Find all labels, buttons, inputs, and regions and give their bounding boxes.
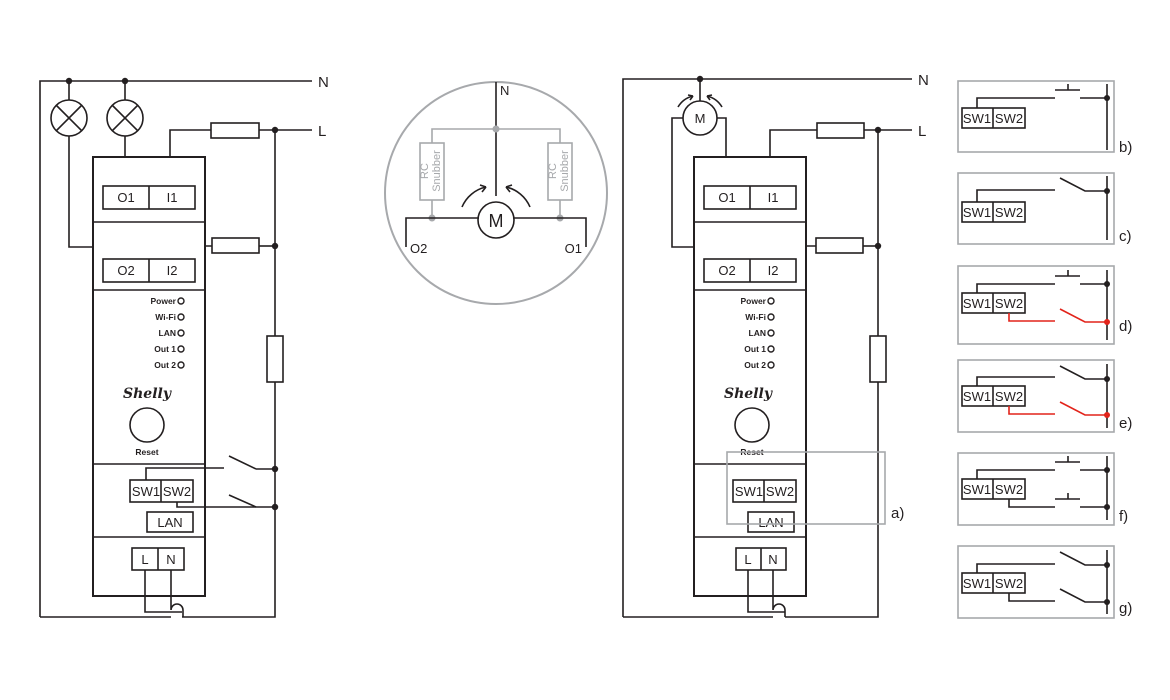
switch-area-highlight — [726, 451, 886, 525]
right-input-1-label: I1 — [768, 190, 779, 205]
right-led-power-icon — [767, 297, 775, 305]
right-live-label: L — [918, 123, 926, 140]
lamp-1-icon — [50, 81, 88, 137]
right-fuse-1-icon — [816, 122, 865, 139]
detail-o2-label: O2 — [410, 241, 427, 256]
led-lan-label: LAN — [159, 328, 176, 338]
variant-b: SW1 SW2 b) — [957, 80, 1132, 156]
right-fuse-3-icon — [869, 335, 887, 383]
variant-g: SW1 SW2 g) — [957, 545, 1132, 619]
right-sw1-label: SW1 — [735, 484, 763, 499]
right-led-lan-label: LAN — [749, 328, 766, 338]
sw2-label: SW2 — [163, 484, 191, 499]
led-out1-label: Out 1 — [154, 344, 176, 354]
led-out1-icon — [177, 345, 185, 353]
right-led-wifi-icon — [767, 313, 775, 321]
right-terminal-l-label: L — [744, 552, 751, 567]
right-lan-port-label: LAN — [758, 515, 783, 530]
right-sw2-label: SW2 — [766, 484, 794, 499]
right-led-wifi-label: Wi-Fi — [745, 312, 766, 322]
c-sw2-label: SW2 — [995, 205, 1023, 220]
right-led-out2-icon — [767, 361, 775, 369]
motor-load-label: M — [695, 111, 706, 126]
motor-icon — [477, 201, 515, 239]
right-led-lan-icon — [767, 329, 775, 337]
led-wifi-icon — [177, 313, 185, 321]
live-label: L — [318, 123, 326, 140]
label-b: b) — [1119, 139, 1132, 156]
label-e: e) — [1119, 415, 1132, 432]
sw1-label: SW1 — [132, 484, 160, 499]
neutral-label: N — [318, 74, 329, 91]
output-1-label: O1 — [117, 190, 134, 205]
detail-motor-label: M — [489, 211, 504, 231]
label-g: g) — [1119, 600, 1132, 617]
led-power-label: Power — [150, 296, 176, 306]
input-1-label: I1 — [167, 190, 178, 205]
led-wifi-label: Wi-Fi — [155, 312, 176, 322]
c-sw1-label: SW1 — [963, 205, 991, 220]
d-sw2-label: SW2 — [995, 296, 1023, 311]
right-terminal-n-label: N — [768, 552, 777, 567]
right-fuse-2-icon — [815, 237, 864, 254]
detail-o1-label: O1 — [565, 241, 582, 256]
right-neutral-label: N — [918, 72, 929, 89]
switch-variants: SW1 SW2 b) SW1 SW2 c) SW1 SW2 — [957, 80, 1132, 619]
right-brand-logo: Shelly — [724, 386, 773, 402]
reset-label: Reset — [135, 447, 158, 457]
right-led-out2-label: Out 2 — [744, 360, 766, 370]
lamp-2-icon — [106, 81, 144, 137]
g-sw2-label: SW2 — [995, 576, 1023, 591]
right-output-1-label: O1 — [718, 190, 735, 205]
motor-snubber-detail: N RC Snubber RC Snubber M O2 O1 — [384, 81, 608, 305]
f-sw2-label: SW2 — [995, 482, 1023, 497]
variant-f: SW1 SW2 f) — [957, 452, 1128, 526]
right-input-2-label: I2 — [768, 263, 779, 278]
right-led-out1-label: Out 1 — [744, 344, 766, 354]
terminal-l-label: L — [141, 552, 148, 567]
b-sw2-label: SW2 — [995, 111, 1023, 126]
right-reset-button[interactable] — [734, 407, 770, 443]
fuse-2-icon — [211, 237, 260, 254]
fuse-1-icon — [210, 122, 260, 139]
d-sw1-label: SW1 — [963, 296, 991, 311]
variant-e: SW1 SW2 e) — [957, 359, 1132, 433]
led-out2-label: Out 2 — [154, 360, 176, 370]
f-sw1-label: SW1 — [963, 482, 991, 497]
label-d: d) — [1119, 318, 1132, 335]
lan-port-label: LAN — [157, 515, 182, 530]
lighting-wiring-diagram: N L O1 I1 — [39, 74, 329, 618]
terminal-n-label: N — [166, 552, 175, 567]
snubber-right-line1: RC — [547, 163, 559, 179]
b-sw1-label: SW1 — [963, 111, 991, 126]
led-lan-icon — [177, 329, 185, 337]
label-f: f) — [1119, 508, 1128, 525]
e-sw2-label: SW2 — [995, 389, 1023, 404]
snubber-right-line2: Snubber — [559, 150, 571, 192]
e-sw1-label: SW1 — [963, 389, 991, 404]
led-power-icon — [177, 297, 185, 305]
snubber-left-line1: RC — [419, 163, 431, 179]
reset-button[interactable] — [129, 407, 165, 443]
label-c: c) — [1119, 228, 1132, 245]
variant-d: SW1 SW2 d) — [957, 265, 1132, 345]
brand-logo: Shelly — [123, 386, 172, 402]
led-out2-icon — [177, 361, 185, 369]
right-output-2-label: O2 — [718, 263, 735, 278]
right-led-out1-icon — [767, 345, 775, 353]
input-2-label: I2 — [167, 263, 178, 278]
g-sw1-label: SW1 — [963, 576, 991, 591]
motor-wiring-diagram: N M L O1 I1 O2 I2 Power Wi-Fi LAN — [622, 72, 929, 618]
detail-neutral-label: N — [500, 83, 509, 98]
fuse-3-icon — [266, 335, 284, 383]
variant-c: SW1 SW2 c) — [957, 172, 1132, 245]
right-led-power-label: Power — [740, 296, 766, 306]
output-2-label: O2 — [117, 263, 134, 278]
label-a: a) — [891, 505, 904, 522]
snubber-left-line2: Snubber — [431, 150, 443, 192]
